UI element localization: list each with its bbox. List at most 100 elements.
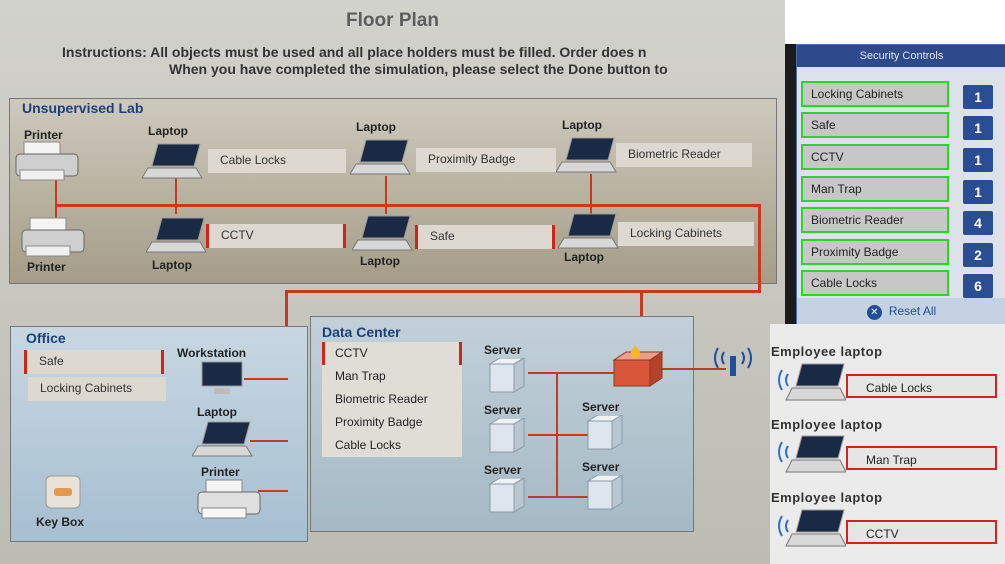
printer-drop-line: [55, 178, 57, 234]
server-label: Server: [484, 343, 522, 357]
slot-cctv[interactable]: CCTV: [206, 224, 346, 248]
laptop-label: Laptop: [356, 120, 396, 134]
control-safe[interactable]: Safe: [801, 112, 949, 138]
server-icon: [586, 475, 623, 510]
laptop-label: Laptop: [564, 250, 604, 264]
employee-slot-cable-locks[interactable]: Cable Locks: [846, 374, 997, 398]
control-cable-locks[interactable]: Cable Locks: [801, 270, 949, 296]
control-count: 1: [963, 85, 993, 109]
office-laptop-link: [250, 440, 288, 442]
laptop-icon: [350, 139, 411, 175]
dc-slot-cctv[interactable]: CCTV: [322, 342, 462, 365]
laptop-label: Laptop: [152, 258, 192, 272]
slot-locking-cabinets[interactable]: Locking Cabinets: [618, 222, 754, 246]
dc-slot-biometric-reader[interactable]: Biometric Reader: [335, 392, 428, 406]
control-biometric-reader[interactable]: Biometric Reader: [801, 207, 949, 233]
slot-office-safe[interactable]: Safe: [24, 350, 164, 374]
control-count: 4: [963, 211, 993, 235]
zone-title-office: Office: [26, 330, 66, 346]
firewall-to-ap: [662, 368, 726, 370]
dc-branch-2: [528, 434, 588, 436]
laptop-icon: [556, 137, 617, 173]
key-box-label: Key Box: [36, 515, 85, 529]
laptop-wireless-icon: [778, 435, 846, 473]
server-label: Server: [484, 463, 522, 477]
control-count: 6: [963, 274, 993, 298]
dc-branch-3: [528, 496, 588, 498]
zone-title-lab: Unsupervised Lab: [22, 100, 144, 116]
employee-laptop-label: Employee laptop: [771, 417, 883, 432]
key-box-icon: [45, 475, 81, 509]
data-center-slots: CCTV Man Trap Biometric Reader Proximity…: [322, 342, 462, 457]
laptop-icon: [142, 143, 203, 179]
workstation-icon: [201, 361, 243, 394]
office-laptop-label: Laptop: [197, 405, 237, 419]
close-icon: ✕: [866, 305, 882, 320]
workstation-link: [244, 378, 288, 380]
control-locking-cabinets[interactable]: Locking Cabinets: [801, 81, 949, 107]
floor-plan-screen: Floor Plan Instructions: All objects mus…: [0, 0, 785, 564]
laptop-wireless-icon: [778, 363, 846, 401]
laptop-label: Laptop: [562, 118, 602, 132]
zone-title-data-center: Data Center: [322, 324, 401, 340]
blank-area: [785, 0, 1005, 44]
instructions-line-2: When you have completed the simulation, …: [169, 61, 668, 77]
laptop-label: Laptop: [148, 124, 188, 138]
page-title: Floor Plan: [346, 10, 439, 31]
server-icon: [488, 478, 525, 513]
slot-safe[interactable]: Safe: [415, 225, 555, 249]
reset-all-label: Reset All: [888, 304, 937, 318]
lab-network-riser: [758, 204, 761, 292]
laptop-label: Laptop: [360, 254, 400, 268]
employee-laptop-label: Employee laptop: [771, 490, 883, 505]
server-label: Server: [582, 460, 620, 474]
workstation-label: Workstation: [177, 346, 247, 360]
laptop-icon: [146, 217, 207, 253]
control-count: 2: [963, 243, 993, 267]
printer-label: Printer: [24, 128, 63, 142]
laptop-icon: [192, 421, 253, 457]
server-label: Server: [484, 403, 522, 417]
zone-unsupervised-lab: [9, 98, 777, 284]
dc-slot-proximity-badge[interactable]: Proximity Badge: [335, 415, 423, 429]
laptop-icon: [558, 213, 619, 249]
server-icon: [488, 418, 525, 453]
laptop2-drop: [385, 176, 387, 214]
laptop1-drop: [175, 178, 177, 214]
printer-icon: [21, 217, 85, 257]
dc-backbone-top: [528, 372, 614, 374]
control-man-trap[interactable]: Man Trap: [801, 176, 949, 202]
laptop3-drop: [590, 174, 592, 214]
server-icon: [586, 415, 623, 450]
dc-slot-man-trap[interactable]: Man Trap: [335, 369, 386, 383]
control-proximity-badge[interactable]: Proximity Badge: [801, 239, 949, 265]
printer-icon: [15, 141, 79, 181]
laptop-wireless-icon: [778, 509, 846, 547]
wireless-access-point-icon: [714, 347, 752, 376]
server-icon: [488, 358, 525, 393]
dc-slot-cable-locks[interactable]: Cable Locks: [335, 438, 402, 452]
firewall-icon: [612, 346, 664, 387]
printer-icon: [197, 479, 261, 519]
laptop-icon: [352, 215, 413, 251]
slot-biometric-reader[interactable]: Biometric Reader: [616, 143, 752, 167]
employee-slot-man-trap[interactable]: Man Trap: [846, 446, 997, 470]
slot-office-locking-cabinets[interactable]: Locking Cabinets: [28, 377, 166, 401]
security-controls-panel: Security Controls Locking Cabinets 1 Saf…: [796, 44, 1005, 326]
slot-cable-locks[interactable]: Cable Locks: [208, 149, 346, 173]
control-cctv[interactable]: CCTV: [801, 144, 949, 170]
control-count: 1: [963, 148, 993, 172]
employee-laptop-label: Employee laptop: [771, 344, 883, 359]
instructions: Instructions: All objects must be used a…: [62, 44, 777, 78]
slot-proximity-badge[interactable]: Proximity Badge: [416, 148, 556, 172]
server-label: Server: [582, 400, 620, 414]
office-printer-label: Printer: [201, 465, 240, 479]
printer-label: Printer: [27, 260, 66, 274]
instructions-line-1: Instructions: All objects must be used a…: [62, 44, 647, 60]
office-printer-link: [258, 490, 288, 492]
employee-slot-cctv[interactable]: CCTV: [846, 520, 997, 544]
control-count: 1: [963, 116, 993, 140]
reset-all-button[interactable]: ✕ Reset All: [797, 298, 1005, 325]
control-count: 1: [963, 180, 993, 204]
lab-network-line: [55, 204, 760, 207]
